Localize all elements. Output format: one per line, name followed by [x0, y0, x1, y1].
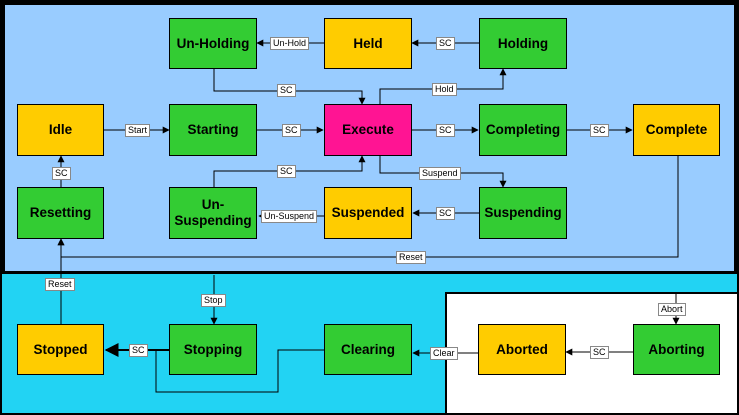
state-completing: Completing — [479, 104, 567, 156]
state-held: Held — [324, 18, 412, 69]
label-sc-stopping: SC — [129, 344, 148, 357]
label-unhold: Un-Hold — [270, 37, 310, 50]
state-complete: Complete — [633, 104, 720, 156]
label-sc-holding-held: SC — [436, 37, 455, 50]
label-reset-stopped: Reset — [45, 278, 75, 291]
state-unholding: Un-Holding — [169, 18, 257, 69]
label-sc-execute-completing: SC — [436, 124, 455, 137]
label-suspend: Suspend — [419, 167, 461, 180]
label-sc-aborting: SC — [590, 346, 609, 359]
state-resetting: Resetting — [17, 187, 104, 239]
label-sc-completing: SC — [590, 124, 609, 137]
state-starting: Starting — [169, 104, 257, 156]
state-suspending: Suspending — [479, 187, 567, 239]
label-sc-unholding: SC — [277, 84, 296, 97]
label-sc-unsuspending: SC — [277, 165, 296, 178]
label-sc-suspending: SC — [436, 207, 455, 220]
state-unsuspending: Un- Suspending — [169, 187, 257, 239]
label-reset-complete: Reset — [396, 251, 426, 264]
state-suspended: Suspended — [324, 187, 412, 239]
state-clearing: Clearing — [324, 324, 412, 375]
label-start: Start — [125, 124, 151, 137]
state-aborting: Aborting — [633, 324, 720, 375]
label-abort: Abort — [658, 303, 686, 316]
label-stop: Stop — [201, 294, 226, 307]
state-aborted: Aborted — [478, 324, 566, 375]
label-sc-resetting: SC — [52, 167, 71, 180]
wire-clearing-stopping — [155, 349, 324, 393]
state-execute: Execute — [324, 104, 412, 156]
label-hold: Hold — [432, 83, 457, 96]
label-unsuspend: Un-Suspend — [261, 210, 318, 223]
label-sc-starting: SC — [282, 124, 301, 137]
label-clear: Clear — [430, 347, 458, 360]
state-stopped: Stopped — [17, 324, 104, 375]
state-holding: Holding — [479, 18, 567, 69]
state-idle: Idle — [17, 104, 104, 156]
state-stopping: Stopping — [169, 324, 257, 375]
